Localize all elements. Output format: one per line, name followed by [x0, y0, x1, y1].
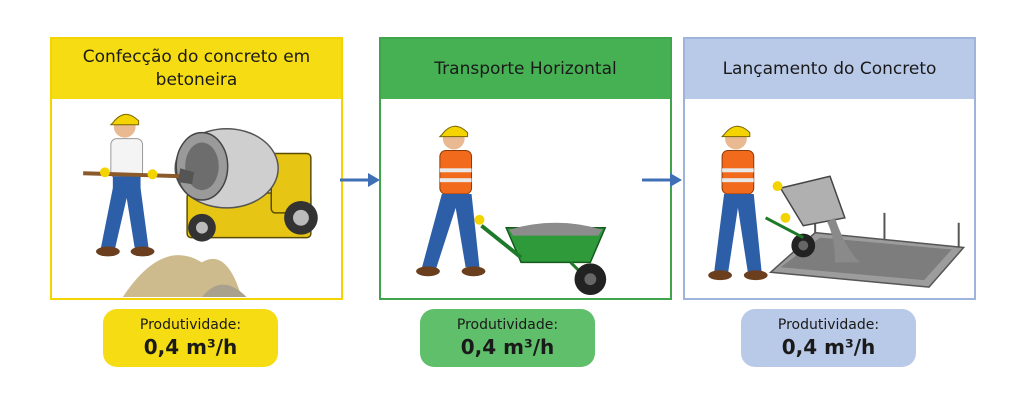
productivity-badge-pouring: Produtividade: 0,4 m³/h — [741, 309, 916, 367]
productivity-value: 0,4 m³/h — [460, 335, 555, 359]
stage-transport-title: Transporte Horizontal — [381, 39, 670, 99]
productivity-value: 0,4 m³/h — [143, 335, 238, 359]
stage-mixing-title: Confecção do concreto em betoneira — [52, 39, 341, 99]
arrow-right-icon — [340, 173, 380, 187]
productivity-label: Produtividade: — [777, 317, 880, 333]
arrow-right-icon — [642, 173, 682, 187]
stage-transport: Transporte Horizontal — [379, 37, 672, 300]
stage-mixing: Confecção do concreto em betoneira — [50, 37, 343, 300]
pouring-concrete-worker-illustration — [685, 99, 974, 298]
productivity-badge-transport: Produtividade: 0,4 m³/h — [420, 309, 595, 367]
stage-pouring-title: Lançamento do Concreto — [685, 39, 974, 99]
stage-pouring: Lançamento do Concreto — [683, 37, 976, 300]
wheelbarrow-worker-illustration — [381, 99, 670, 298]
concrete-mixer-worker-illustration — [52, 99, 341, 298]
productivity-label: Produtividade: — [139, 317, 242, 333]
productivity-value: 0,4 m³/h — [781, 335, 876, 359]
productivity-badge-mixing: Produtividade: 0,4 m³/h — [103, 309, 278, 367]
productivity-label: Produtividade: — [456, 317, 559, 333]
